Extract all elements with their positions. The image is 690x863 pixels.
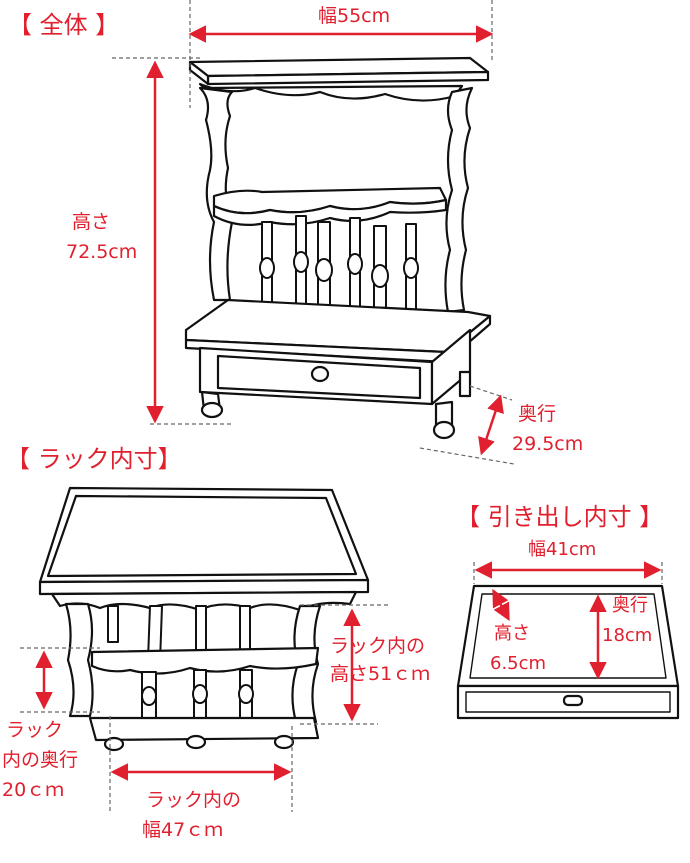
whole-dimension-lines <box>112 0 515 465</box>
rack-depth-line1: ラック <box>6 719 64 741</box>
rack-height-line2: 高さ51ｃｍ <box>330 663 431 685</box>
whole-width-label: 幅55cm <box>318 5 391 27</box>
whole-depth-value: 29.5cm <box>512 433 584 455</box>
whole-height-label: 高さ <box>72 211 111 233</box>
drawer-width-label: 幅41cm <box>528 539 597 560</box>
section-title-drawer: 【 引き出し内寸 】 <box>456 503 664 531</box>
whole-depth-label: 奥行 <box>518 403 557 425</box>
whole-height-value: 72.5cm <box>66 241 138 263</box>
rack-drawing <box>38 486 370 752</box>
drawer-drawing <box>456 584 680 720</box>
drawer-depth-label: 奥行 <box>612 595 648 616</box>
drawer-depth-value: 18cm <box>602 625 653 646</box>
rack-height-line1: ラック内の <box>330 635 426 657</box>
drawer-dimension-lines <box>473 561 663 680</box>
section-title-rack: 【 ラック内寸】 <box>6 445 182 473</box>
whole-rack-drawing <box>184 56 492 440</box>
rack-dimension-lines <box>20 604 388 812</box>
rack-depth-line3: 20ｃｍ <box>2 779 65 801</box>
rack-width-line1: ラック内の <box>146 789 242 811</box>
rack-width-line2: 幅47ｃｍ <box>142 819 224 841</box>
section-title-whole: 【 全体 】 <box>8 11 120 39</box>
drawer-height-label: 高さ <box>494 623 530 644</box>
drawer-height-value: 6.5cm <box>490 653 547 674</box>
rack-depth-line2: 内の奥行 <box>2 749 79 771</box>
